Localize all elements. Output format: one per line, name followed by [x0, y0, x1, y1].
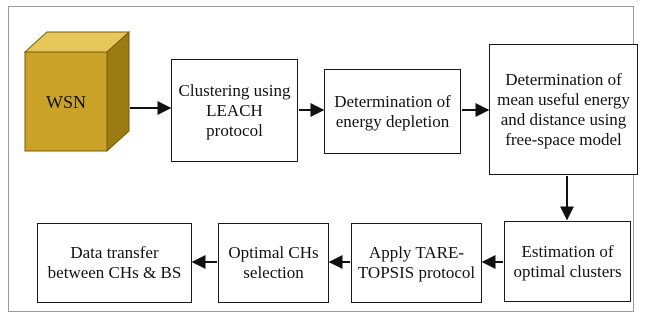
step-clustering-leach: Clustering using LEACH protocol	[171, 59, 298, 162]
step-free-space-model: Determination of mean useful energy and …	[489, 44, 638, 175]
step-apply-tare-topsis: Apply TARE- TOPSIS protocol	[351, 223, 482, 303]
step-data-transfer: Data transfer between CHs & BS	[37, 223, 192, 303]
step-energy-depletion: Determination of energy depletion	[324, 69, 461, 154]
step-optimal-ch-selection: Optimal CHs selection	[218, 223, 329, 303]
step-estimation-optimal-clusters: Estimation of optimal clusters	[504, 221, 631, 302]
